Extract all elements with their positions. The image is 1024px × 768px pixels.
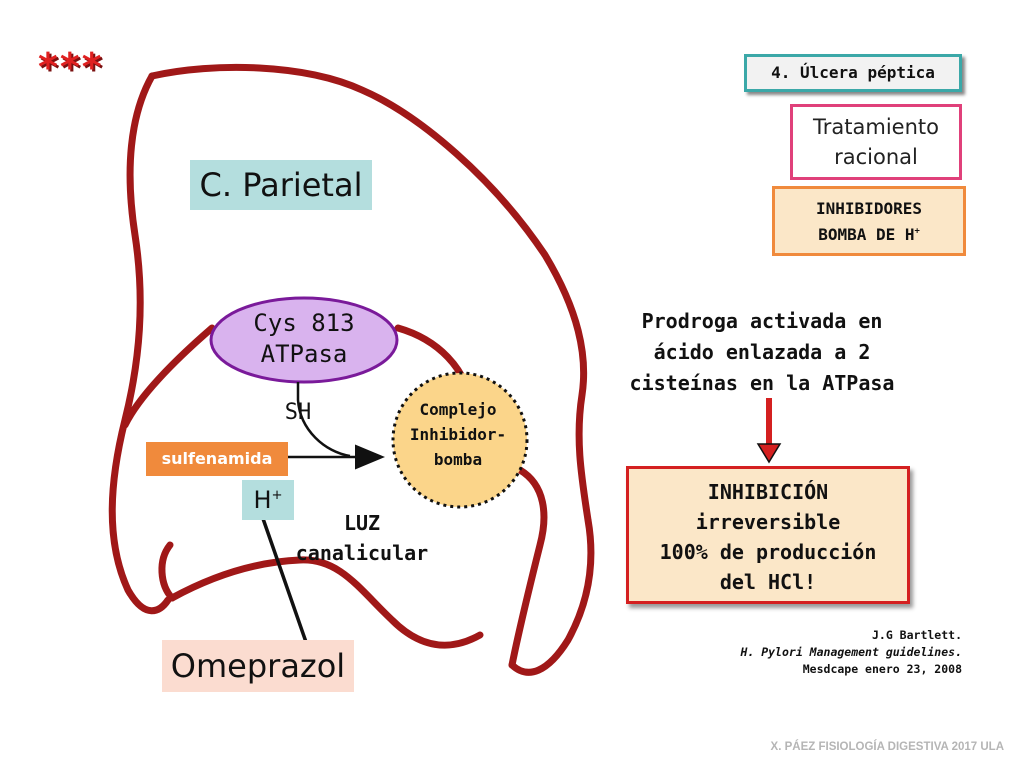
prodrug-line-3: cisteínas en la ATPasa xyxy=(629,371,895,395)
complex-line-2: Inhibidor- xyxy=(409,425,507,444)
section-title: 4. Úlcera péptica xyxy=(744,54,962,92)
atpase-label: Cys 813 ATPasa xyxy=(212,302,396,378)
treatment-line-1: Tratamiento xyxy=(813,115,939,139)
proton-sup: + xyxy=(271,488,283,503)
complex-line-3: bomba xyxy=(433,450,483,469)
inhibitors-box: INHIBIDORES BOMBA DE H+ xyxy=(772,186,966,256)
proton-label: H+ xyxy=(242,480,294,520)
sulfenamide-label: sulfenamida xyxy=(146,442,288,476)
reference-author: J.G Bartlett. xyxy=(871,628,962,642)
inhibitors-line-1: INHIBIDORES xyxy=(816,199,922,218)
atpase-line-2: ATPasa xyxy=(260,340,348,368)
thiol-bond-line xyxy=(296,382,351,458)
canaliculus-membrane-inner xyxy=(508,466,548,669)
reference-citation: J.G Bartlett. H. Pylori Management guide… xyxy=(690,627,962,681)
cell-membrane-bottom xyxy=(168,556,484,649)
result-line-2: irreversible xyxy=(695,510,841,534)
inhibitors-line-2: BOMBA DE H+ xyxy=(775,222,963,248)
drug-entry-line xyxy=(258,509,308,643)
cell-membrane-outline xyxy=(148,63,595,676)
inhibitors-line-2-text: BOMBA DE H xyxy=(818,225,915,244)
proton-base: H xyxy=(253,486,272,514)
result-arrow-head xyxy=(756,443,782,464)
canaliculus-membrane-left xyxy=(121,324,216,429)
atpase-ellipse xyxy=(209,296,399,384)
result-line-4: del HCl! xyxy=(719,570,817,594)
complex-circle xyxy=(391,371,529,509)
lumen-label: LUZ canalicular xyxy=(286,508,438,574)
reference-source: Mesdcape enero 23, 2008 xyxy=(802,662,962,676)
prodrug-line-1: Prodroga activada en xyxy=(641,309,883,333)
lumen-line-2: canalicular xyxy=(295,541,429,565)
lumen-line-1: LUZ xyxy=(343,511,381,535)
thiol-label: SH xyxy=(284,400,312,425)
result-line-3: 100% de producción xyxy=(659,540,877,564)
complex-label: Complejo Inhibidor- bomba xyxy=(386,392,530,488)
cell-membrane-left xyxy=(108,72,172,615)
treatment-box: Tratamiento racional xyxy=(790,104,962,180)
footer-credit: X. PÁEZ FISIOLOGÍA DIGESTIVA 2017 ULA xyxy=(770,741,1004,753)
prodrug-text: Prodroga activada en ácido enlazada a 2 … xyxy=(604,306,920,402)
parietal-cell-label: C. Parietal xyxy=(190,160,372,210)
reference-title: H. Pylori Management guidelines. xyxy=(740,645,962,659)
atpase-line-1: Cys 813 xyxy=(253,309,355,337)
prodrug-line-2: ácido enlazada a 2 xyxy=(653,340,871,364)
highlight-stars: *** xyxy=(38,45,104,89)
result-line-1: INHIBICIÓN xyxy=(707,480,829,504)
canaliculus-membrane-bottom xyxy=(158,541,176,602)
inhibition-result-box: INHIBICIÓN irreversible 100% de producci… xyxy=(626,466,910,604)
complex-line-1: Complejo xyxy=(419,400,497,419)
drug-label: Omeprazol xyxy=(162,640,354,692)
inhibitors-sup: + xyxy=(914,226,920,237)
treatment-line-2: racional xyxy=(834,145,918,169)
